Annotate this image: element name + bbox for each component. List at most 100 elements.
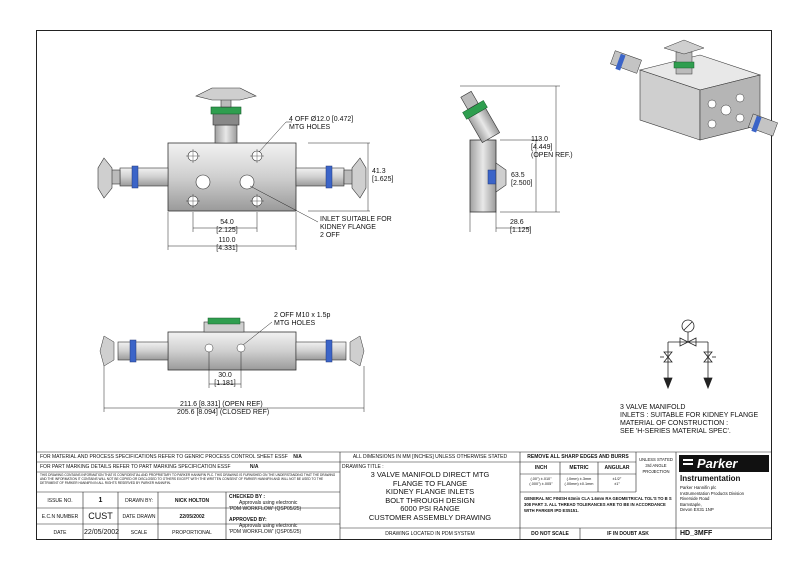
- dim-54: 54.0 [2.125]: [212, 219, 242, 235]
- division-name: Instrumentation: [680, 474, 741, 483]
- tol-ang-2: ±1°: [614, 482, 620, 486]
- date-drawn-label: DATE DRAWN: [122, 514, 156, 520]
- inlet-callout: INLET SUITABLE FOR KIDNEY FLANGE 2 OFF: [320, 216, 392, 240]
- title-line: 6000 PSI RANGE: [400, 504, 460, 513]
- address-line: Devon EX31 1NP: [680, 507, 714, 513]
- finish-note: GENERAL MC FINISH 63min CLA 1.6mm RA GEO…: [524, 496, 672, 513]
- brand-name: Parker: [697, 456, 738, 471]
- issue-label: ISSUE NO.: [47, 498, 73, 504]
- issue-value: 1: [98, 497, 103, 504]
- approved-line2: 'PDM WORKFLOW' (QSP05/25): [229, 529, 302, 535]
- spec-line1: FOR MATERIAL AND PROCESS SPECIFICATIONS …: [40, 454, 302, 460]
- brand-logo: Parker: [679, 455, 769, 472]
- checked-block: CHECKED BY : Approvals using electronic …: [229, 494, 339, 512]
- projection-2: 3rd ANGLE: [645, 463, 667, 468]
- holes-callout-line1: 4 OFF Ø12.0 [0.472]: [289, 116, 354, 123]
- checked-line2: 'PDM WORKFLOW' (QSP05/25): [229, 506, 302, 512]
- projection: UNLESS STATED 3rd ANGLE PROJECTION: [637, 457, 675, 475]
- approved-block: APPROVED BY: Approvals using electronic …: [229, 517, 339, 535]
- top-handle: [195, 87, 257, 101]
- schematic-notes: 3 VALVE MANIFOLD INLETS : SUITABLE FOR K…: [620, 404, 758, 436]
- ecn-label: E.C.N NUMBER: [41, 514, 79, 520]
- checked-label: CHECKED BY :: [229, 494, 266, 500]
- note-line: INLETS : SUITABLE FOR KIDNEY FLANGE: [620, 412, 759, 419]
- address-line: Instrumentation Products Division: [680, 490, 745, 496]
- tol-angular: ±1/2° ±1°: [599, 477, 635, 487]
- tol-metric-1: (.0mm) ±.3mm: [566, 477, 592, 481]
- date-drawn-value: 22/05/2002: [179, 514, 205, 520]
- col-inch: INCH: [534, 465, 548, 471]
- m10-callout: 2 OFF M10 x 1.5p MTG HOLES: [274, 312, 330, 328]
- m10-line1: 2 OFF M10 x 1.5p: [274, 312, 331, 319]
- m10-line2: MTG HOLES: [274, 320, 316, 327]
- part-number: HD_3MFF: [680, 530, 713, 537]
- title-block-lines: [36, 451, 772, 540]
- dim-113: 113.0 [4.449] (OPEN REF.): [531, 136, 573, 160]
- tol-ang-1: ±1/2°: [612, 477, 622, 481]
- approved-label: APPROVED BY:: [229, 517, 267, 523]
- dim-28-in: [1.125]: [510, 227, 532, 234]
- inlet-line2: KIDNEY FLANGE: [320, 224, 376, 231]
- height-dim: 41.3 [1.625]: [372, 168, 393, 184]
- spec-line1-text: FOR MATERIAL AND PROCESS SPECIFICATIONS …: [40, 454, 288, 460]
- bottom-body: [167, 331, 297, 371]
- checked-line1: Approvals using electronic: [239, 500, 298, 506]
- tol-inch: (.00") ±.010" (.000") ±.005": [523, 477, 559, 487]
- pdm-note: DRAWING LOCATED IN PDM SYSTEM: [385, 531, 475, 537]
- left-valve: [119, 167, 169, 187]
- projection-1: UNLESS STATED: [639, 457, 673, 462]
- dim-30: 30.0 [1.181]: [211, 372, 239, 388]
- height-dim-in: [1.625]: [372, 176, 394, 183]
- inlet-line1: INLET SUITABLE FOR: [320, 216, 392, 223]
- spec-line2-text: FOR PART MARKING DETAILS REFER TO PART M…: [40, 464, 231, 470]
- spec-line2-val: N/A: [249, 464, 259, 470]
- dim-54-mm: 54.0: [220, 219, 234, 226]
- drawn-value: NICK HOLTON: [174, 498, 210, 504]
- right-valve: [295, 167, 345, 187]
- logo-bar: [683, 463, 693, 465]
- tol-inch-1: (.00") ±.010": [530, 477, 552, 481]
- address-line: Barnstaple,: [680, 501, 702, 507]
- top-valve-bonnet: [214, 124, 238, 144]
- title-line: KIDNEY FLANGE INLETS: [385, 487, 475, 496]
- date-value: 22/05/2002: [84, 529, 120, 536]
- dim-54-in: [2.125]: [216, 227, 238, 234]
- holes-callout-line2: MTG HOLES: [289, 124, 331, 131]
- scale-value: PROPORTIONAL: [172, 530, 212, 536]
- logo-bar: [683, 459, 693, 461]
- title-line: BOLT THROUGH DESIGN: [385, 495, 475, 505]
- date-label: DATE: [53, 530, 67, 536]
- drawing-title-label: DRAWING TITLE :: [342, 464, 384, 470]
- front-view: [97, 87, 370, 250]
- do-not-scale: DO NOT SCALE: [531, 531, 569, 537]
- dim-30-mm: 30.0: [218, 372, 232, 379]
- dim-63-mm: 63.5: [511, 172, 525, 179]
- mtg-holes-callout: 4 OFF Ø12.0 [0.472] MTG HOLES: [289, 116, 353, 132]
- note-line: MATERIAL OF CONSTRUCTION :: [620, 420, 729, 427]
- spec-line1-val: N/A: [293, 454, 302, 460]
- units-note: ALL DIMENSIONS IN MM [INCHES] UNLESS OTH…: [352, 454, 508, 460]
- spec-line2: FOR PART MARKING DETAILS REFER TO PART M…: [40, 464, 259, 470]
- height-dim-mm: 41.3: [372, 168, 386, 175]
- title-line: CUSTOMER ASSEMBLY DRAWING: [368, 512, 492, 522]
- address: Parker Hannifin plc Instrumentation Prod…: [680, 485, 744, 513]
- dim-28: 28.6 [1.125]: [510, 219, 531, 235]
- projection-3: PROJECTION: [642, 469, 670, 474]
- drawing-sheet: [36, 30, 772, 540]
- dim-28-mm: 28.6: [510, 219, 524, 226]
- dim-113-in: [4.449]: [531, 144, 553, 151]
- tol-metric-2: (.00mm) ±0.1mm: [564, 482, 594, 486]
- side-view: [460, 85, 560, 232]
- confidential-note: THIS DRAWING CONTAINS INFORMATION THAT I…: [40, 473, 336, 485]
- tol-inch-2: (.000") ±.005": [529, 482, 553, 486]
- dim-110-mm: 110.0: [218, 237, 236, 244]
- col-angular: ANGULAR: [604, 465, 630, 471]
- dim-113-mm: 113.0: [531, 136, 548, 143]
- dim-30-in: [1.181]: [214, 380, 236, 387]
- dim-63: 63.5 [2.500]: [511, 172, 532, 188]
- dim-open: 211.6 [8.331] (OPEN REF): [180, 401, 263, 408]
- if-in-doubt: IF IN DOUBT ASK: [607, 531, 649, 537]
- dim-63-in: [2.500]: [511, 180, 533, 187]
- inlet-line3: 2 OFF: [320, 232, 340, 239]
